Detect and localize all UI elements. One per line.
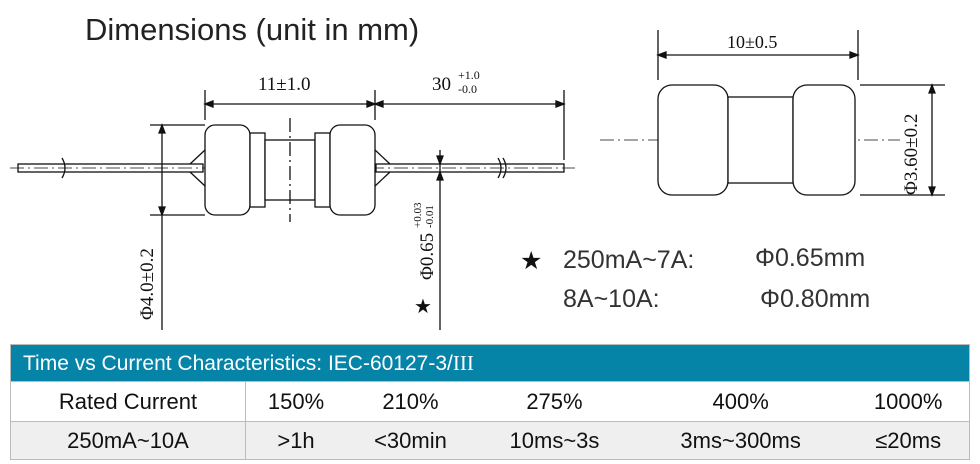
lead-dia-tol-plus: +0.03 <box>412 202 424 228</box>
table-row: 250mA~10A >1h <30min 10ms~3s 3ms~300ms ≤… <box>10 421 970 460</box>
lead-tol-plus: +1.0 <box>458 68 480 82</box>
cell: 275% <box>474 381 635 422</box>
legend-value: Φ0.80mm <box>760 285 871 313</box>
cell: 250mA~10A <box>10 421 246 460</box>
cell: ≤20ms <box>847 421 970 460</box>
smd-fuse-drawing <box>600 30 945 197</box>
cell: <30min <box>346 421 475 460</box>
time-current-table: Time vs Current Characteristics: IEC-601… <box>10 344 970 460</box>
smd-diameter-label: Φ3.60±0.2 <box>901 114 922 195</box>
cell: Rated Current <box>10 381 246 422</box>
axial-fuse-drawing <box>10 90 575 330</box>
header-suffix: III <box>452 350 474 375</box>
body-diameter-label: Φ4.0±0.2 <box>137 248 158 320</box>
lead-length-label: 30 <box>432 74 451 95</box>
cell: >1h <box>245 421 347 460</box>
length-label: 11±1.0 <box>258 74 310 95</box>
cell: 1000% <box>847 381 970 422</box>
lead-dia-tol-minus: -0.01 <box>424 205 436 228</box>
cell: 210% <box>346 381 475 422</box>
legend-value: Φ0.65mm <box>755 244 866 272</box>
smd-length-label: 10±0.5 <box>727 32 777 52</box>
header-text: Time vs Current Characteristics: IEC-601… <box>23 351 453 375</box>
star-icon: ★ <box>414 296 432 318</box>
legend-range: 8A~10A: <box>563 285 660 313</box>
table-row: Rated Current 150% 210% 275% 400% 1000% <box>10 381 970 422</box>
legend-range: 250mA~7A: <box>563 246 695 274</box>
cell: 150% <box>245 381 347 422</box>
page-title: Dimensions (unit in mm) <box>85 12 420 47</box>
cell: 3ms~300ms <box>634 421 848 460</box>
star-icon: ★ <box>520 247 543 275</box>
cell: 400% <box>634 381 848 422</box>
lead-diameter-label: Φ0.65 <box>417 233 438 280</box>
table-header: Time vs Current Characteristics: IEC-601… <box>10 344 970 382</box>
dimension-drawings: 11±1.0 30 +1.0 -0.0 Φ4.0±0.2 Φ0.65 +0.03… <box>10 30 945 330</box>
lead-tol-minus: -0.0 <box>458 82 477 96</box>
cell: 10ms~3s <box>474 421 635 460</box>
